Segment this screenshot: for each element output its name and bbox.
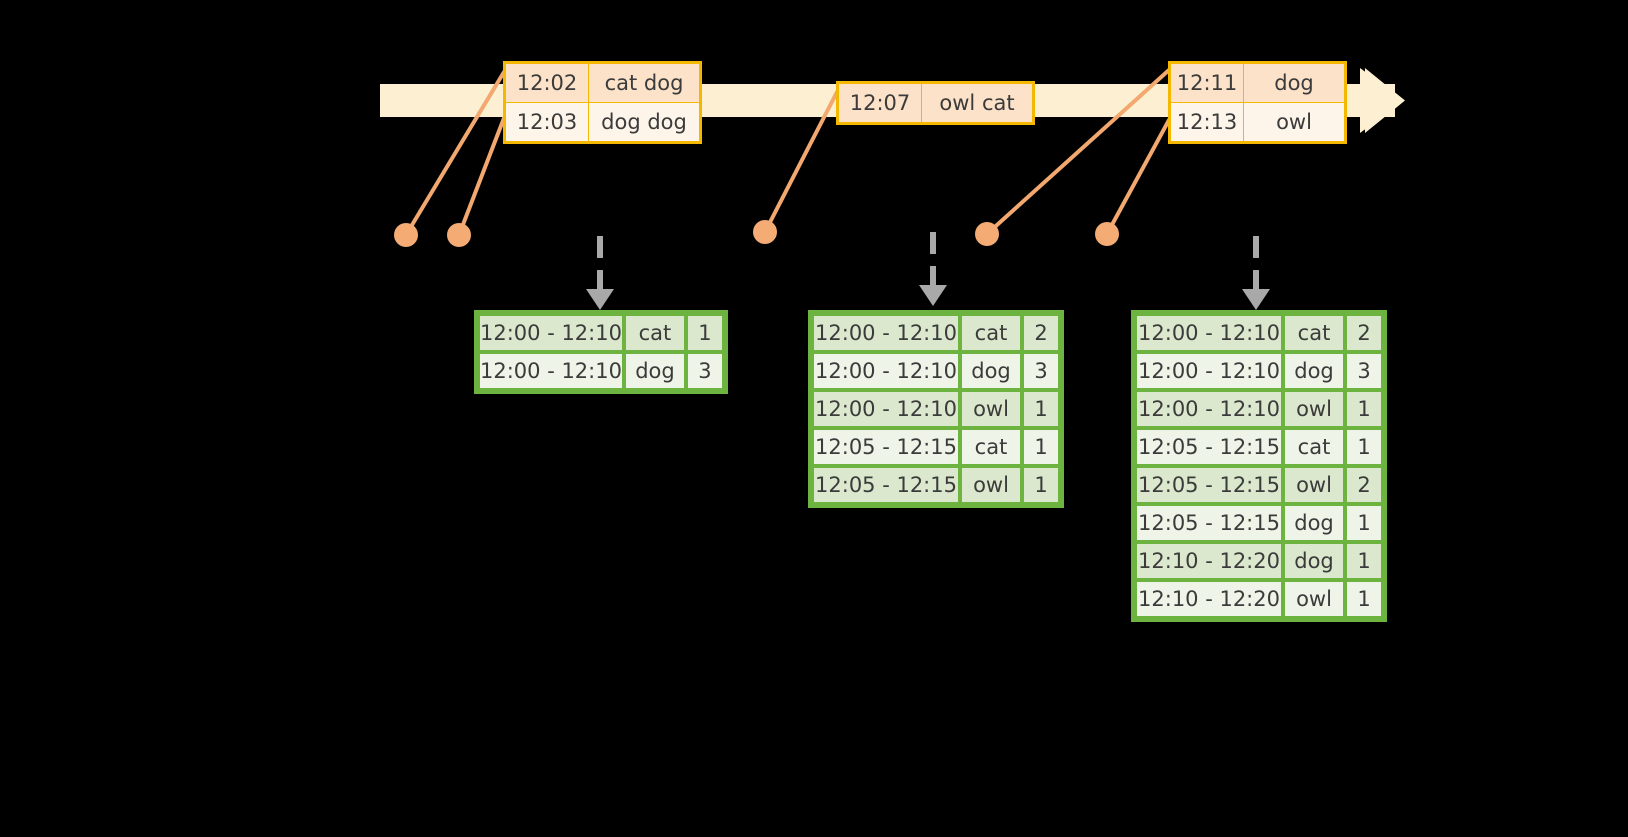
result-word: cat bbox=[1283, 314, 1345, 352]
connector-line-3 bbox=[763, 90, 839, 234]
emit-arrows bbox=[597, 232, 1259, 290]
event-words: owl cat bbox=[921, 82, 1034, 124]
event-group-3: 12:11 dog 12:13 owl bbox=[1168, 61, 1347, 144]
event-words: dog dog bbox=[588, 102, 701, 143]
result-count: 1 bbox=[1345, 504, 1383, 542]
result-count: 1 bbox=[1022, 428, 1060, 466]
result-count: 1 bbox=[1022, 466, 1060, 504]
result-word: dog bbox=[623, 352, 686, 390]
event-row: 12:11 dog bbox=[1169, 62, 1346, 103]
result-count: 2 bbox=[1345, 466, 1383, 504]
connector-line-1 bbox=[404, 70, 506, 237]
result-word: dog bbox=[1283, 352, 1345, 390]
result-word: owl bbox=[1283, 390, 1345, 428]
result-count: 3 bbox=[1022, 352, 1060, 390]
result-word: dog bbox=[1283, 504, 1345, 542]
connector-dot-2 bbox=[447, 223, 471, 247]
result-word: owl bbox=[960, 466, 1022, 504]
result-window: 12:05 - 12:15 bbox=[812, 428, 960, 466]
result-window: 12:00 - 12:10 bbox=[1135, 390, 1283, 428]
result-word: cat bbox=[960, 314, 1022, 352]
emit-arrow-heads bbox=[586, 285, 1270, 310]
connector-dot-3 bbox=[753, 220, 777, 244]
result-word: owl bbox=[1283, 466, 1345, 504]
result-window: 12:00 - 12:10 bbox=[812, 314, 960, 352]
result-window: 12:00 - 12:10 bbox=[478, 352, 624, 390]
result-window: 12:05 - 12:15 bbox=[1135, 466, 1283, 504]
event-words: dog bbox=[1243, 62, 1346, 103]
event-time: 12:11 bbox=[1169, 62, 1244, 103]
result-count: 3 bbox=[1345, 352, 1383, 390]
result-word: cat bbox=[623, 314, 686, 352]
result-count: 1 bbox=[1345, 580, 1383, 618]
emit-arrow-head-3 bbox=[1242, 289, 1270, 310]
event-row: 12:02 cat dog bbox=[504, 62, 701, 103]
event-group-2: 12:07 owl cat bbox=[836, 81, 1035, 125]
result-window: 12:00 - 12:10 bbox=[1135, 314, 1283, 352]
result-count: 2 bbox=[1022, 314, 1060, 352]
event-time: 12:02 bbox=[504, 62, 589, 103]
result-count: 1 bbox=[685, 314, 724, 352]
connector-line-2 bbox=[457, 116, 506, 237]
event-words: cat dog bbox=[588, 62, 701, 103]
result-window: 12:10 - 12:20 bbox=[1135, 580, 1283, 618]
result-window: 12:05 - 12:15 bbox=[812, 466, 960, 504]
result-count: 1 bbox=[1345, 542, 1383, 580]
event-time: 12:13 bbox=[1169, 102, 1244, 143]
emit-arrow-head-2 bbox=[919, 285, 947, 306]
result-word: dog bbox=[960, 352, 1022, 390]
result-word: owl bbox=[960, 390, 1022, 428]
event-group-1: 12:02 cat dog 12:03 dog dog bbox=[503, 61, 702, 144]
event-time: 12:03 bbox=[504, 102, 589, 143]
event-row: 12:07 owl cat bbox=[837, 82, 1034, 124]
connector-dot-4 bbox=[975, 222, 999, 246]
result-count: 2 bbox=[1345, 314, 1383, 352]
result-window: 12:00 - 12:10 bbox=[1135, 352, 1283, 390]
event-row: 12:13 owl bbox=[1169, 102, 1346, 143]
connector-dot-5 bbox=[1095, 222, 1119, 246]
result-count: 1 bbox=[1022, 390, 1060, 428]
event-time: 12:07 bbox=[837, 82, 922, 124]
emit-arrow-head-1 bbox=[586, 289, 614, 310]
result-word: cat bbox=[1283, 428, 1345, 466]
result-window: 12:00 - 12:10 bbox=[478, 314, 624, 352]
result-window: 12:05 - 12:15 bbox=[1135, 504, 1283, 542]
result-window: 12:10 - 12:20 bbox=[1135, 542, 1283, 580]
result-window: 12:00 - 12:10 bbox=[812, 352, 960, 390]
event-row: 12:03 dog dog bbox=[504, 102, 701, 143]
connector-dot-1 bbox=[394, 223, 418, 247]
event-words: owl bbox=[1243, 102, 1346, 143]
result-word: cat bbox=[960, 428, 1022, 466]
result-word: owl bbox=[1283, 580, 1345, 618]
connector-dots bbox=[394, 220, 1119, 247]
result-count: 1 bbox=[1345, 428, 1383, 466]
connector-line-5 bbox=[1105, 118, 1171, 236]
result-window: 12:05 - 12:15 bbox=[1135, 428, 1283, 466]
result-word: dog bbox=[1283, 542, 1345, 580]
result-count: 3 bbox=[685, 352, 724, 390]
result-window: 12:00 - 12:10 bbox=[812, 390, 960, 428]
result-count: 1 bbox=[1345, 390, 1383, 428]
